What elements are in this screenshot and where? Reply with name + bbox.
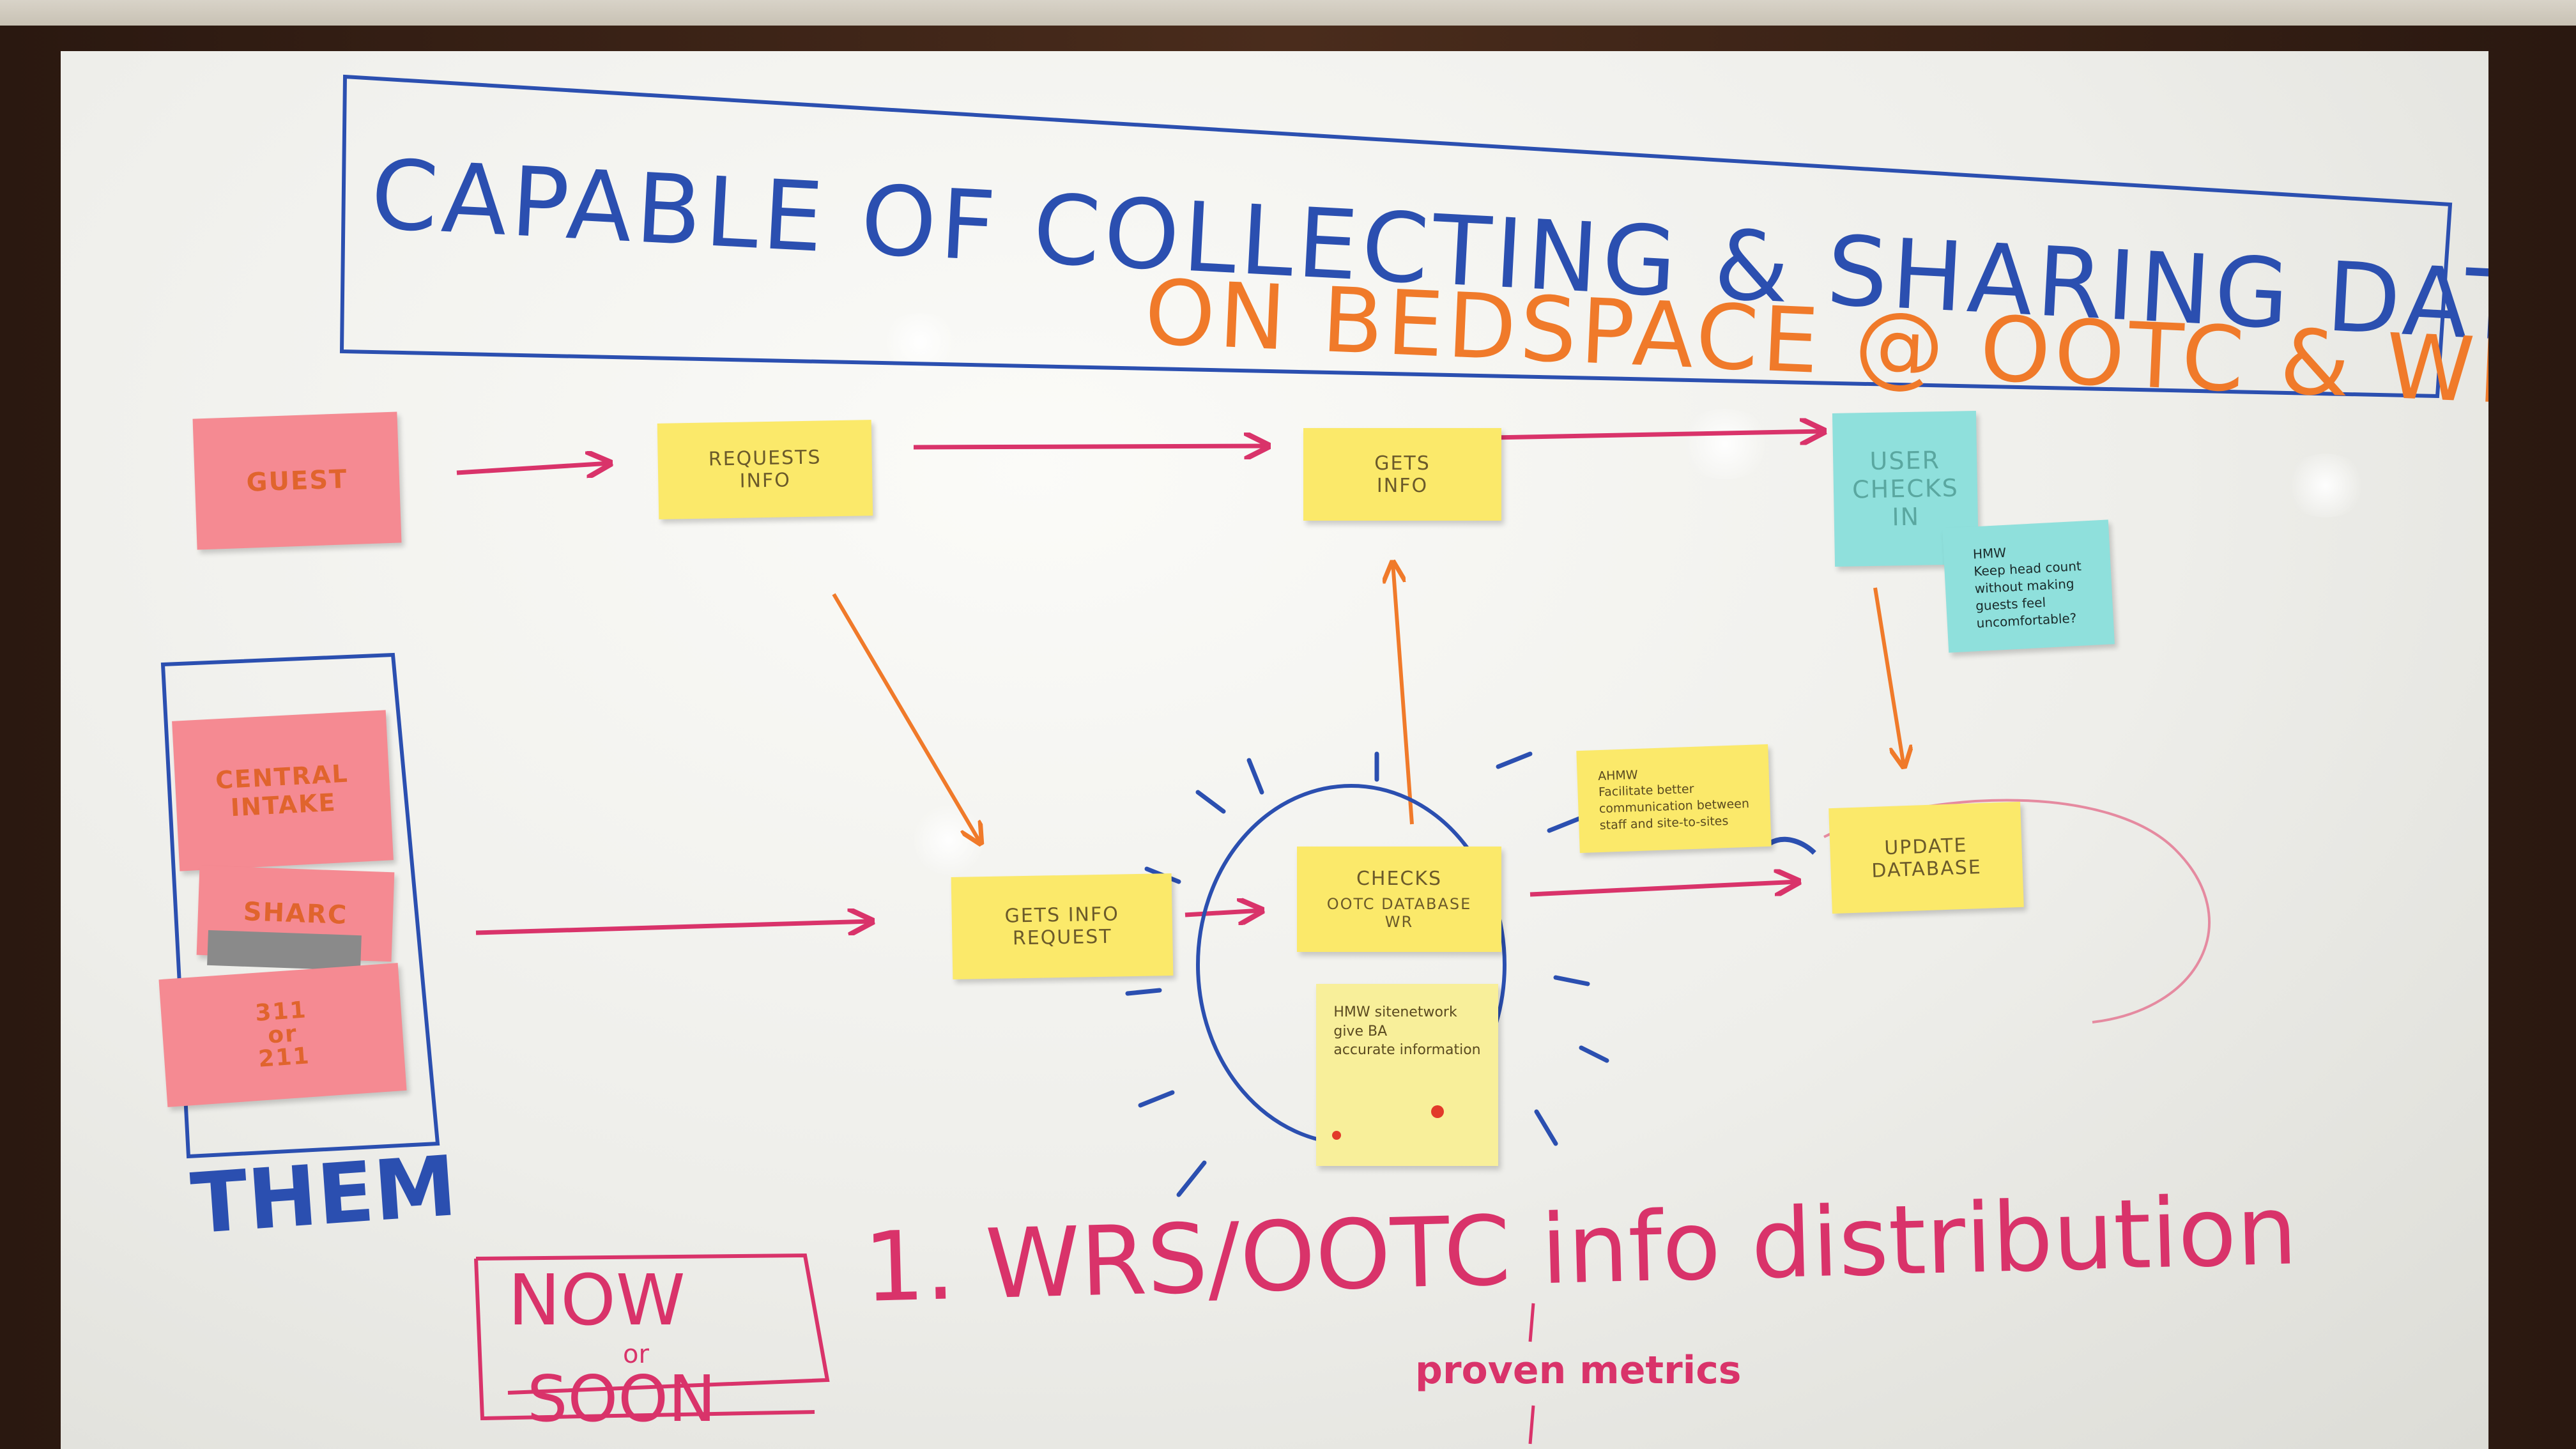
sticky-sharc-text: SHARC xyxy=(243,897,348,930)
metrics-arrow xyxy=(1528,1303,1535,1342)
proven-metrics: proven metrics xyxy=(1415,1348,1742,1393)
soon-label: SOON xyxy=(527,1361,716,1436)
sticky-requests-info-text: REQUESTS INFO xyxy=(708,446,822,493)
sticky-central-intake-text: CENTRAL INTAKE xyxy=(215,759,349,822)
connector-squiggle xyxy=(1768,836,1816,855)
sticky-gets-info: GETS INFO xyxy=(1303,428,1501,521)
arrow-gets-to-user xyxy=(1491,431,1824,438)
sticky-gets-info-request: GETS INFO REQUEST xyxy=(951,873,1174,979)
sticky-311: 311 or 211 xyxy=(158,963,407,1107)
sticky-hmw-facilitate-text: AHMW Facilitate better communication bet… xyxy=(1597,767,1750,832)
light-glare xyxy=(1677,409,1773,479)
arrow-user-to-update xyxy=(1873,587,1904,767)
sticky-guest: GUEST xyxy=(192,411,402,550)
arrow-them-to-request xyxy=(475,921,872,933)
sticky-hmw-sitenetwork: HMW sitenetwork give BA accurate informa… xyxy=(1316,984,1498,1166)
red-dot xyxy=(1431,1105,1444,1118)
light-glare xyxy=(2284,454,2367,518)
sticky-central-intake: CENTRAL INTAKE xyxy=(172,710,394,871)
gray-tape xyxy=(207,930,362,971)
sticky-gets-info-request-text: GETS INFO REQUEST xyxy=(1004,903,1120,950)
sticky-gets-info-text: GETS INFO xyxy=(1374,452,1430,497)
sticky-hmw-headcount: HMW Keep head count without making guest… xyxy=(1942,519,2115,653)
sticky-checks-body: OOTC DATABASE WR xyxy=(1326,895,1472,931)
sticky-guest-text: GUEST xyxy=(245,464,349,498)
arrow-requests-to-request xyxy=(832,593,981,843)
marker-drawings xyxy=(160,74,2453,1445)
sticky-update-database: UPDATE DATABASE xyxy=(1828,801,2024,914)
red-dot xyxy=(1332,1131,1341,1140)
arrow-request-to-checks xyxy=(1184,910,1262,915)
arrow-checks-to-gets xyxy=(1393,562,1414,825)
circle-rays xyxy=(1125,751,1609,1197)
sticky-user-checks-in-text: USER CHECKS IN xyxy=(1851,446,1959,532)
arrow-guest-to-requests xyxy=(456,463,610,473)
sticky-checks-title: CHECKS xyxy=(1356,868,1443,890)
light-glare xyxy=(878,313,962,371)
now-label: NOW xyxy=(508,1259,686,1341)
arrow-checks-to-update xyxy=(1529,882,1798,897)
sticky-update-database-text: UPDATE DATABASE xyxy=(1871,834,1982,882)
sticky-requests-info: REQUESTS INFO xyxy=(657,420,873,519)
sticky-checks: CHECKS OOTC DATABASE WR xyxy=(1297,847,1501,952)
now-soon-bracket xyxy=(474,1253,830,1421)
whiteboard: CAPABLE OF COLLECTING & SHARING DATA ON … xyxy=(61,51,2488,1449)
them-label: THEM xyxy=(188,1137,460,1253)
sticky-hmw-facilitate: AHMW Facilitate better communication bet… xyxy=(1576,744,1772,854)
sticky-311-text: 311 or 211 xyxy=(254,997,311,1073)
title-box xyxy=(339,74,2453,399)
metrics-arrow-2 xyxy=(1528,1405,1535,1445)
sticky-hmw-sitenetwork-text: HMW sitenetwork give BA accurate informa… xyxy=(1333,1004,1481,1059)
sticky-hmw-headcount-text: HMW Keep head count without making guest… xyxy=(1972,544,2082,631)
or-label: or xyxy=(623,1340,649,1369)
arrow-requests-to-gets xyxy=(913,446,1268,447)
